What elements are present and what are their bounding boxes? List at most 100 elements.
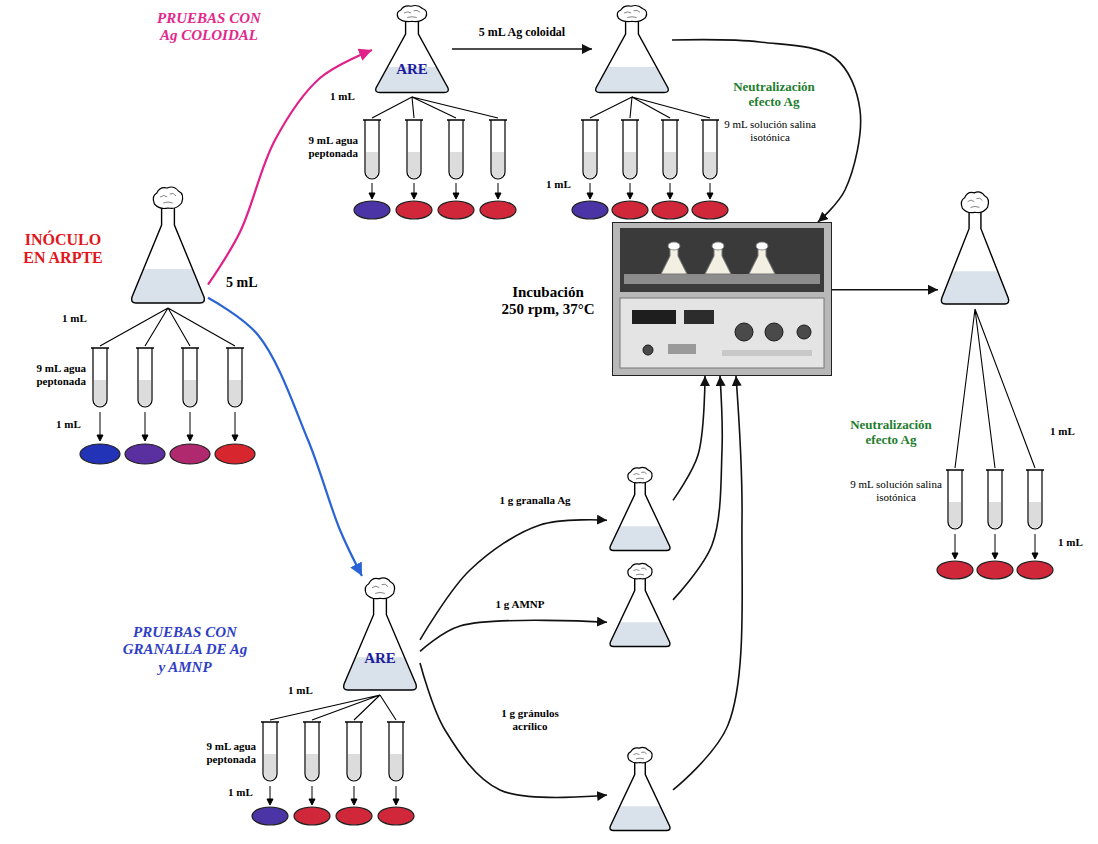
test-tube <box>261 722 279 781</box>
incubated-flask <box>938 190 1012 306</box>
section-title: PRUEBAS CON Ag COLOIDAL <box>150 10 268 45</box>
diluent-note: 9 mL solución salina isotónica <box>724 118 816 143</box>
volume-note: 5 mL <box>226 275 258 291</box>
flask-outline <box>344 597 417 690</box>
control-knob <box>643 345 653 355</box>
agar-plate <box>1017 561 1053 579</box>
shaker-picture <box>612 222 832 376</box>
treatment-flask <box>607 562 673 648</box>
flask-label: ARE <box>340 650 420 667</box>
agar-plate <box>354 201 390 219</box>
shaker-flask <box>661 248 687 274</box>
agar-plate <box>294 807 330 825</box>
diluent-note: 9 mL agua peptonada <box>26 362 86 387</box>
agar-plate <box>937 561 973 579</box>
flask-liquid <box>610 622 670 646</box>
flow-arrow <box>208 50 372 285</box>
agar-plate <box>170 444 210 464</box>
plating-arrows <box>587 183 713 199</box>
are-top-dilution <box>354 97 516 219</box>
plating-arrows <box>952 534 1038 559</box>
flask-outline <box>610 578 670 647</box>
volume-note: 1 mL <box>56 418 81 431</box>
transfer-lines <box>270 695 396 720</box>
agar-plate <box>336 807 372 825</box>
flask-body <box>132 207 205 303</box>
flask-outline <box>596 21 669 93</box>
flask-liquid <box>596 67 669 93</box>
transfer-lines <box>590 97 710 118</box>
switch <box>668 344 696 354</box>
test-tube <box>136 348 154 407</box>
plating-arrows <box>97 412 238 441</box>
cotton-texture <box>633 568 646 575</box>
test-tube <box>181 348 199 407</box>
flow-arrow <box>420 620 607 651</box>
are-bottom-dilution <box>252 695 414 825</box>
agar-plate <box>480 201 516 219</box>
inoculum-dilution <box>80 308 255 464</box>
flask-liquid <box>132 269 205 303</box>
control-knob <box>735 323 753 341</box>
agar-plate <box>652 201 688 219</box>
flask-shape <box>607 466 673 552</box>
silver-flask <box>592 4 672 94</box>
volume-note: 1 mL <box>1050 425 1075 438</box>
cotton-plug <box>617 6 646 22</box>
test-tube <box>701 120 719 179</box>
flow-arrow <box>452 48 592 50</box>
flask-shape <box>592 4 672 94</box>
plating-arrows <box>369 183 501 199</box>
vent <box>722 350 812 356</box>
flow-arrow <box>673 376 722 600</box>
flask-body <box>376 21 449 93</box>
test-tube <box>581 120 599 179</box>
flask-heading: INÓCULO EN ARPTE <box>18 231 108 268</box>
cotton-texture <box>404 10 420 17</box>
control-panel <box>620 298 824 368</box>
test-tube <box>405 120 423 179</box>
inoculum-flask: INÓCULO EN ARPTE <box>128 185 208 305</box>
treatment-flask <box>607 746 673 832</box>
cotton-plug <box>628 563 652 578</box>
agar-plate <box>438 201 474 219</box>
flask-shape <box>340 576 420 692</box>
flask-outline <box>610 482 670 551</box>
cotton-plug <box>628 747 652 762</box>
cotton-plug <box>961 192 988 213</box>
cotton-texture <box>968 198 983 207</box>
test-tube <box>946 470 964 529</box>
test-tube <box>303 722 321 781</box>
volume-note: 1 mL <box>330 90 355 103</box>
treatment-flask <box>607 466 673 552</box>
shaker-platform <box>624 274 820 284</box>
flask-shape <box>372 4 452 94</box>
test-tube <box>387 722 405 781</box>
flow-arrow <box>420 663 607 797</box>
diluent-note: 9 mL agua peptonada <box>196 740 256 765</box>
cotton-texture <box>633 472 646 479</box>
test-tube <box>91 348 109 407</box>
flask-shape <box>607 746 673 832</box>
flask-liquid <box>610 806 670 830</box>
shaker-housing <box>613 223 832 376</box>
display <box>632 310 676 324</box>
test-tube <box>447 120 465 179</box>
silver-neutralization-dilution <box>572 97 728 219</box>
flask-outline <box>610 762 670 831</box>
agar-plate <box>378 807 414 825</box>
flask-outline <box>941 211 1008 304</box>
agar-plate <box>572 201 608 219</box>
flask-shape <box>128 185 208 305</box>
test-tube <box>1026 470 1044 529</box>
volume-note: 1 mL <box>546 178 571 191</box>
flask-shape <box>607 562 673 648</box>
cotton-plug <box>153 187 182 209</box>
test-tube <box>621 120 639 179</box>
flask-shape <box>938 190 1012 306</box>
cotton-texture <box>160 193 176 203</box>
shaker-flask <box>705 248 731 274</box>
agar-plate <box>252 807 288 825</box>
